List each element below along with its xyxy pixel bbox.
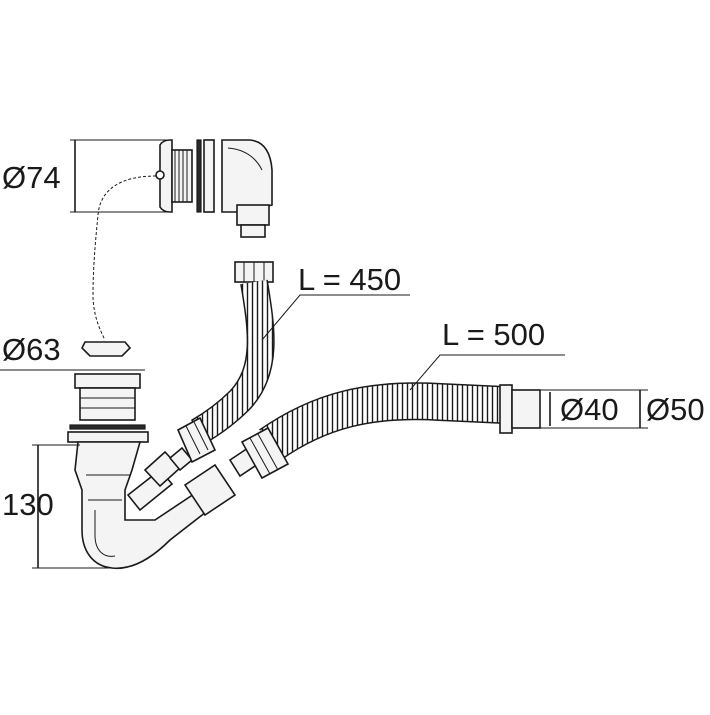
plug-diameter-dimension: Ø63 xyxy=(0,332,145,371)
plug-diameter-label: Ø63 xyxy=(2,332,61,367)
drain-hose xyxy=(240,382,541,480)
plug-stopper xyxy=(81,341,132,357)
overflow-hose-length-label: L = 450 xyxy=(298,262,401,297)
overflow-hose-length-dimension: L = 450 xyxy=(261,262,410,341)
drain-hose-length-label: L = 500 xyxy=(442,317,545,352)
overflow-diameter-label: Ø74 xyxy=(2,160,61,195)
outlet-diameter-dimensions: Ø40 Ø50 xyxy=(520,389,705,429)
connectors xyxy=(143,446,260,517)
drain-strainer xyxy=(67,373,149,443)
outlet-outer-diameter-label: Ø50 xyxy=(646,392,705,427)
trap-height-label: 130 xyxy=(2,487,54,522)
overflow-head xyxy=(155,139,273,238)
outlet-inner-diameter-label: Ø40 xyxy=(560,392,619,427)
overflow-hose xyxy=(176,261,275,464)
plug-chain xyxy=(92,175,157,341)
overflow-diameter-dimension: Ø74 xyxy=(2,139,170,213)
drain-hose-length-dimension: L = 500 xyxy=(409,317,565,391)
trap-height-dimension: 130 xyxy=(2,444,115,569)
